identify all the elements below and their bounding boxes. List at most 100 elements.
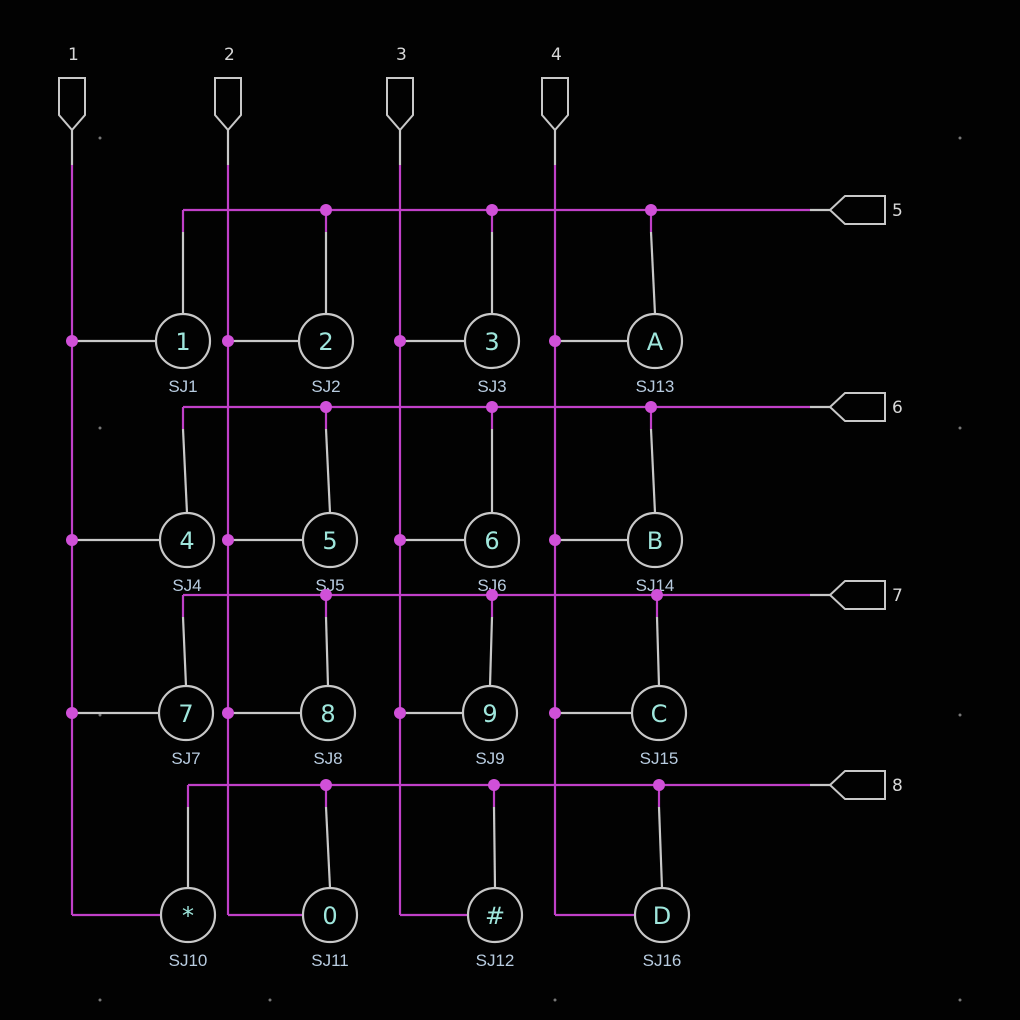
grid-dot [268, 998, 272, 1002]
junction-dot [394, 335, 406, 347]
switch-reference: SJ7 [171, 749, 200, 768]
grid-dot [98, 713, 102, 717]
junction-dot [320, 779, 332, 791]
row-port-5 [828, 195, 886, 225]
switch-SJ14 [626, 511, 684, 569]
switch-reference: SJ6 [477, 576, 506, 595]
grid-dot [958, 998, 962, 1002]
junction-dot [549, 534, 561, 546]
column-port-2 [214, 77, 242, 132]
column-port-4 [541, 77, 569, 132]
junction-dot [645, 401, 657, 413]
grid-dot [98, 426, 102, 430]
junction-dot [320, 204, 332, 216]
junction-dot [66, 335, 78, 347]
row-port-label: 6 [892, 398, 903, 418]
switch-row-wire [488, 616, 494, 687]
junction-dot [549, 707, 561, 719]
switch-reference: SJ14 [636, 576, 675, 595]
junction-dot [653, 779, 665, 791]
switch-key-label: 8 [320, 700, 335, 728]
switch-reference: SJ3 [477, 377, 506, 396]
column-port-1 [58, 77, 86, 132]
junction-dot [645, 204, 657, 216]
junction-dot [66, 534, 78, 546]
row-port-label: 7 [892, 586, 903, 606]
switch-key-label: 9 [482, 700, 497, 728]
column-port-label: 1 [68, 45, 79, 65]
row-port-label: 5 [892, 201, 903, 221]
switch-key-label: 0 [322, 902, 337, 930]
switch-reference: SJ2 [311, 377, 340, 396]
switch-SJ8 [299, 684, 357, 742]
grid-dot [958, 136, 962, 140]
switch-key-label: 6 [484, 527, 499, 555]
junction-dot [651, 589, 663, 601]
junction-dot [486, 401, 498, 413]
grid-dot [553, 998, 557, 1002]
switch-reference: SJ12 [476, 951, 515, 970]
switch-key-label: 4 [179, 527, 194, 555]
switch-row-wire [181, 428, 189, 514]
junction-dot [320, 401, 332, 413]
switch-key-label: # [485, 902, 505, 930]
junction-dot [394, 534, 406, 546]
junction-dot [486, 589, 498, 601]
switch-key-label: D [653, 902, 671, 930]
switch-reference: SJ1 [168, 377, 197, 396]
switch-SJ15 [630, 684, 688, 742]
switch-key-label: 5 [322, 527, 337, 555]
switch-row-wire [657, 806, 664, 889]
switch-SJ11 [301, 886, 359, 944]
grid-dot [98, 998, 102, 1002]
switch-reference: SJ16 [643, 951, 682, 970]
switch-SJ16 [633, 886, 691, 944]
switch-row-wire [181, 616, 188, 687]
junction-dot [486, 204, 498, 216]
switch-row-wire [324, 616, 330, 687]
switch-reference: SJ11 [311, 951, 349, 970]
switch-key-label: B [647, 527, 663, 555]
junction-dot [549, 335, 561, 347]
junction-dot [222, 534, 234, 546]
switch-SJ5 [301, 511, 359, 569]
switch-row-wire [649, 428, 657, 514]
junction-dot [394, 707, 406, 719]
switch-row-wire [324, 428, 332, 514]
switch-SJ1 [154, 312, 212, 370]
switch-SJ12 [466, 886, 524, 944]
column-port-3 [386, 77, 414, 132]
junction-dot [66, 707, 78, 719]
row-port-8 [828, 770, 886, 800]
switch-key-label: 3 [484, 328, 499, 356]
column-port-label: 2 [224, 45, 235, 65]
switch-SJ4 [158, 511, 216, 569]
junction-dot [320, 589, 332, 601]
switch-row-wire [655, 616, 661, 687]
switch-SJ10 [159, 886, 217, 944]
switch-row-wire [324, 806, 332, 889]
junction-dot [488, 779, 500, 791]
column-port-label: 4 [551, 45, 562, 65]
switch-reference: SJ15 [640, 749, 679, 768]
column-port-label: 3 [396, 45, 407, 65]
switch-reference: SJ8 [313, 749, 342, 768]
switch-key-label: 7 [178, 700, 193, 728]
switch-key-label: A [647, 328, 664, 356]
grid-dot [958, 713, 962, 717]
switch-reference: SJ4 [172, 576, 201, 595]
grid-dot [958, 426, 962, 430]
switch-SJ13 [626, 312, 684, 370]
switch-key-label: C [651, 700, 668, 728]
junction-dot [222, 707, 234, 719]
switch-SJ2 [297, 312, 355, 370]
switch-SJ3 [463, 312, 521, 370]
grid-dot [98, 136, 102, 140]
row-port-6 [828, 392, 886, 422]
switch-key-label: 1 [175, 328, 190, 356]
switch-SJ9 [461, 684, 519, 742]
switch-reference: SJ9 [475, 749, 504, 768]
row-port-label: 8 [892, 776, 903, 796]
